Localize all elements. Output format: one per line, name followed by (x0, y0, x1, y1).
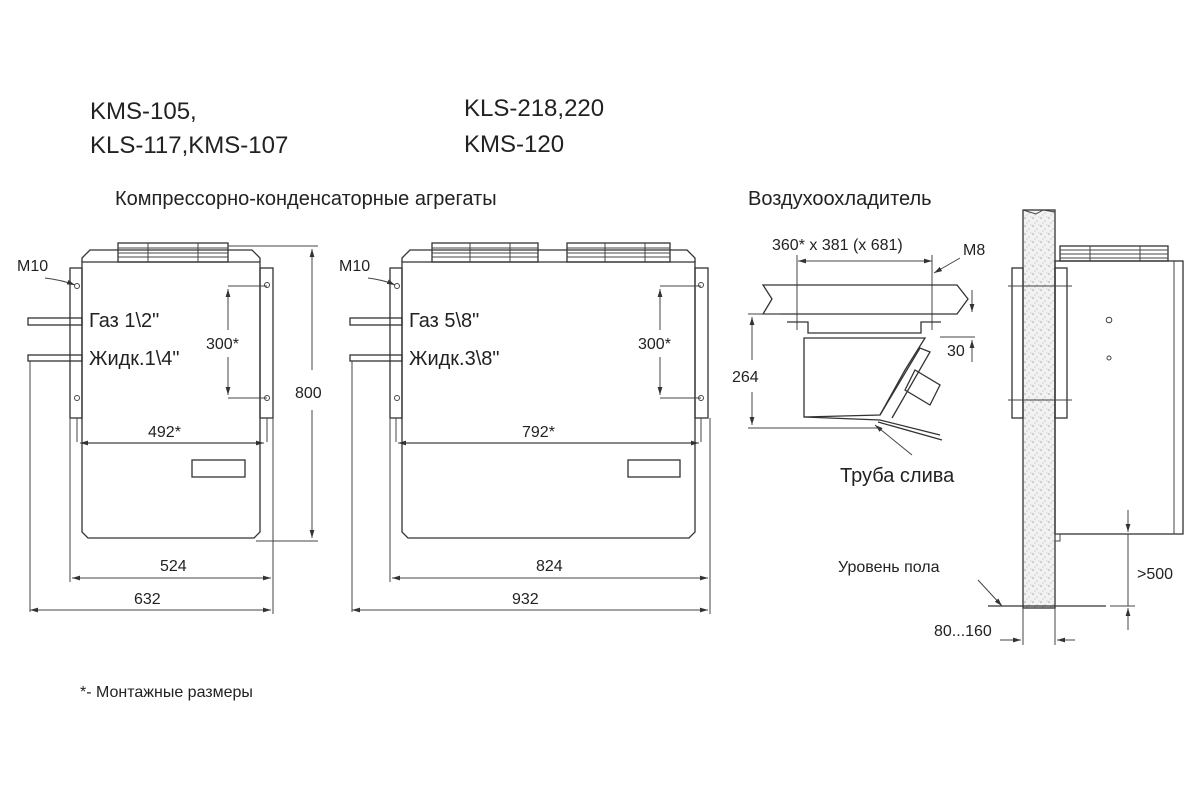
cooler-bolt-label: M8 (963, 242, 985, 259)
condensing-units-title: Компрессорно-конденсаторные агрегаты (115, 188, 497, 210)
min-height-dim: >500 (1137, 566, 1173, 583)
height-dim: 800 (295, 385, 322, 402)
mount-height-dim: 300* (206, 336, 239, 353)
models-left-line2: KLS-117,KMS-107 (90, 132, 288, 159)
gas-pipe-label: Газ 5\8" (409, 310, 479, 332)
unit-small: M10 Газ 1\2" Жидк.1\4" 300* 492* 800 524… (17, 242, 322, 614)
gap-dim: 30 (947, 343, 965, 360)
wall-thickness-dim: 80...160 (934, 623, 992, 640)
mount-width-dim: 792* (522, 424, 555, 441)
bolt-label: M10 (339, 258, 370, 275)
cooler-size-dim: 360* x 381 (x 681) (772, 237, 903, 254)
gas-pipe-label: Газ 1\2" (89, 310, 159, 332)
width-dim: 524 (160, 558, 187, 575)
mount-width-dim: 492* (148, 424, 181, 441)
models-left-line1: KMS-105, (90, 98, 197, 125)
total-width-dim: 932 (512, 591, 539, 608)
bolt-label: M10 (17, 258, 48, 275)
wall-mount: >500 Уровень пола 80...160 (838, 209, 1184, 645)
floor-level-label: Уровень пола (838, 559, 940, 576)
liquid-pipe-label: Жидк.1\4" (89, 348, 180, 370)
air-cooler: 360* x 381 (x 681) M8 264 30 Труба слива (732, 237, 985, 487)
total-width-dim: 632 (134, 591, 161, 608)
mount-height-dim: 300* (638, 336, 671, 353)
cooler-height-dim: 264 (732, 369, 759, 386)
width-dim: 824 (536, 558, 563, 575)
drain-pipe-label: Труба слива (840, 465, 955, 487)
liquid-pipe-label: Жидк.3\8" (409, 348, 500, 370)
models-right-line1: KLS-218,220 (464, 95, 604, 122)
air-cooler-title: Воздухоохладитель (748, 188, 932, 210)
wall (1022, 209, 1056, 609)
footnote: *- Монтажные размеры (80, 684, 253, 701)
unit-large: M10 Газ 5\8" Жидк.3\8" 300* 792* 824 932 (339, 242, 711, 614)
models-right-line2: KMS-120 (464, 131, 564, 158)
